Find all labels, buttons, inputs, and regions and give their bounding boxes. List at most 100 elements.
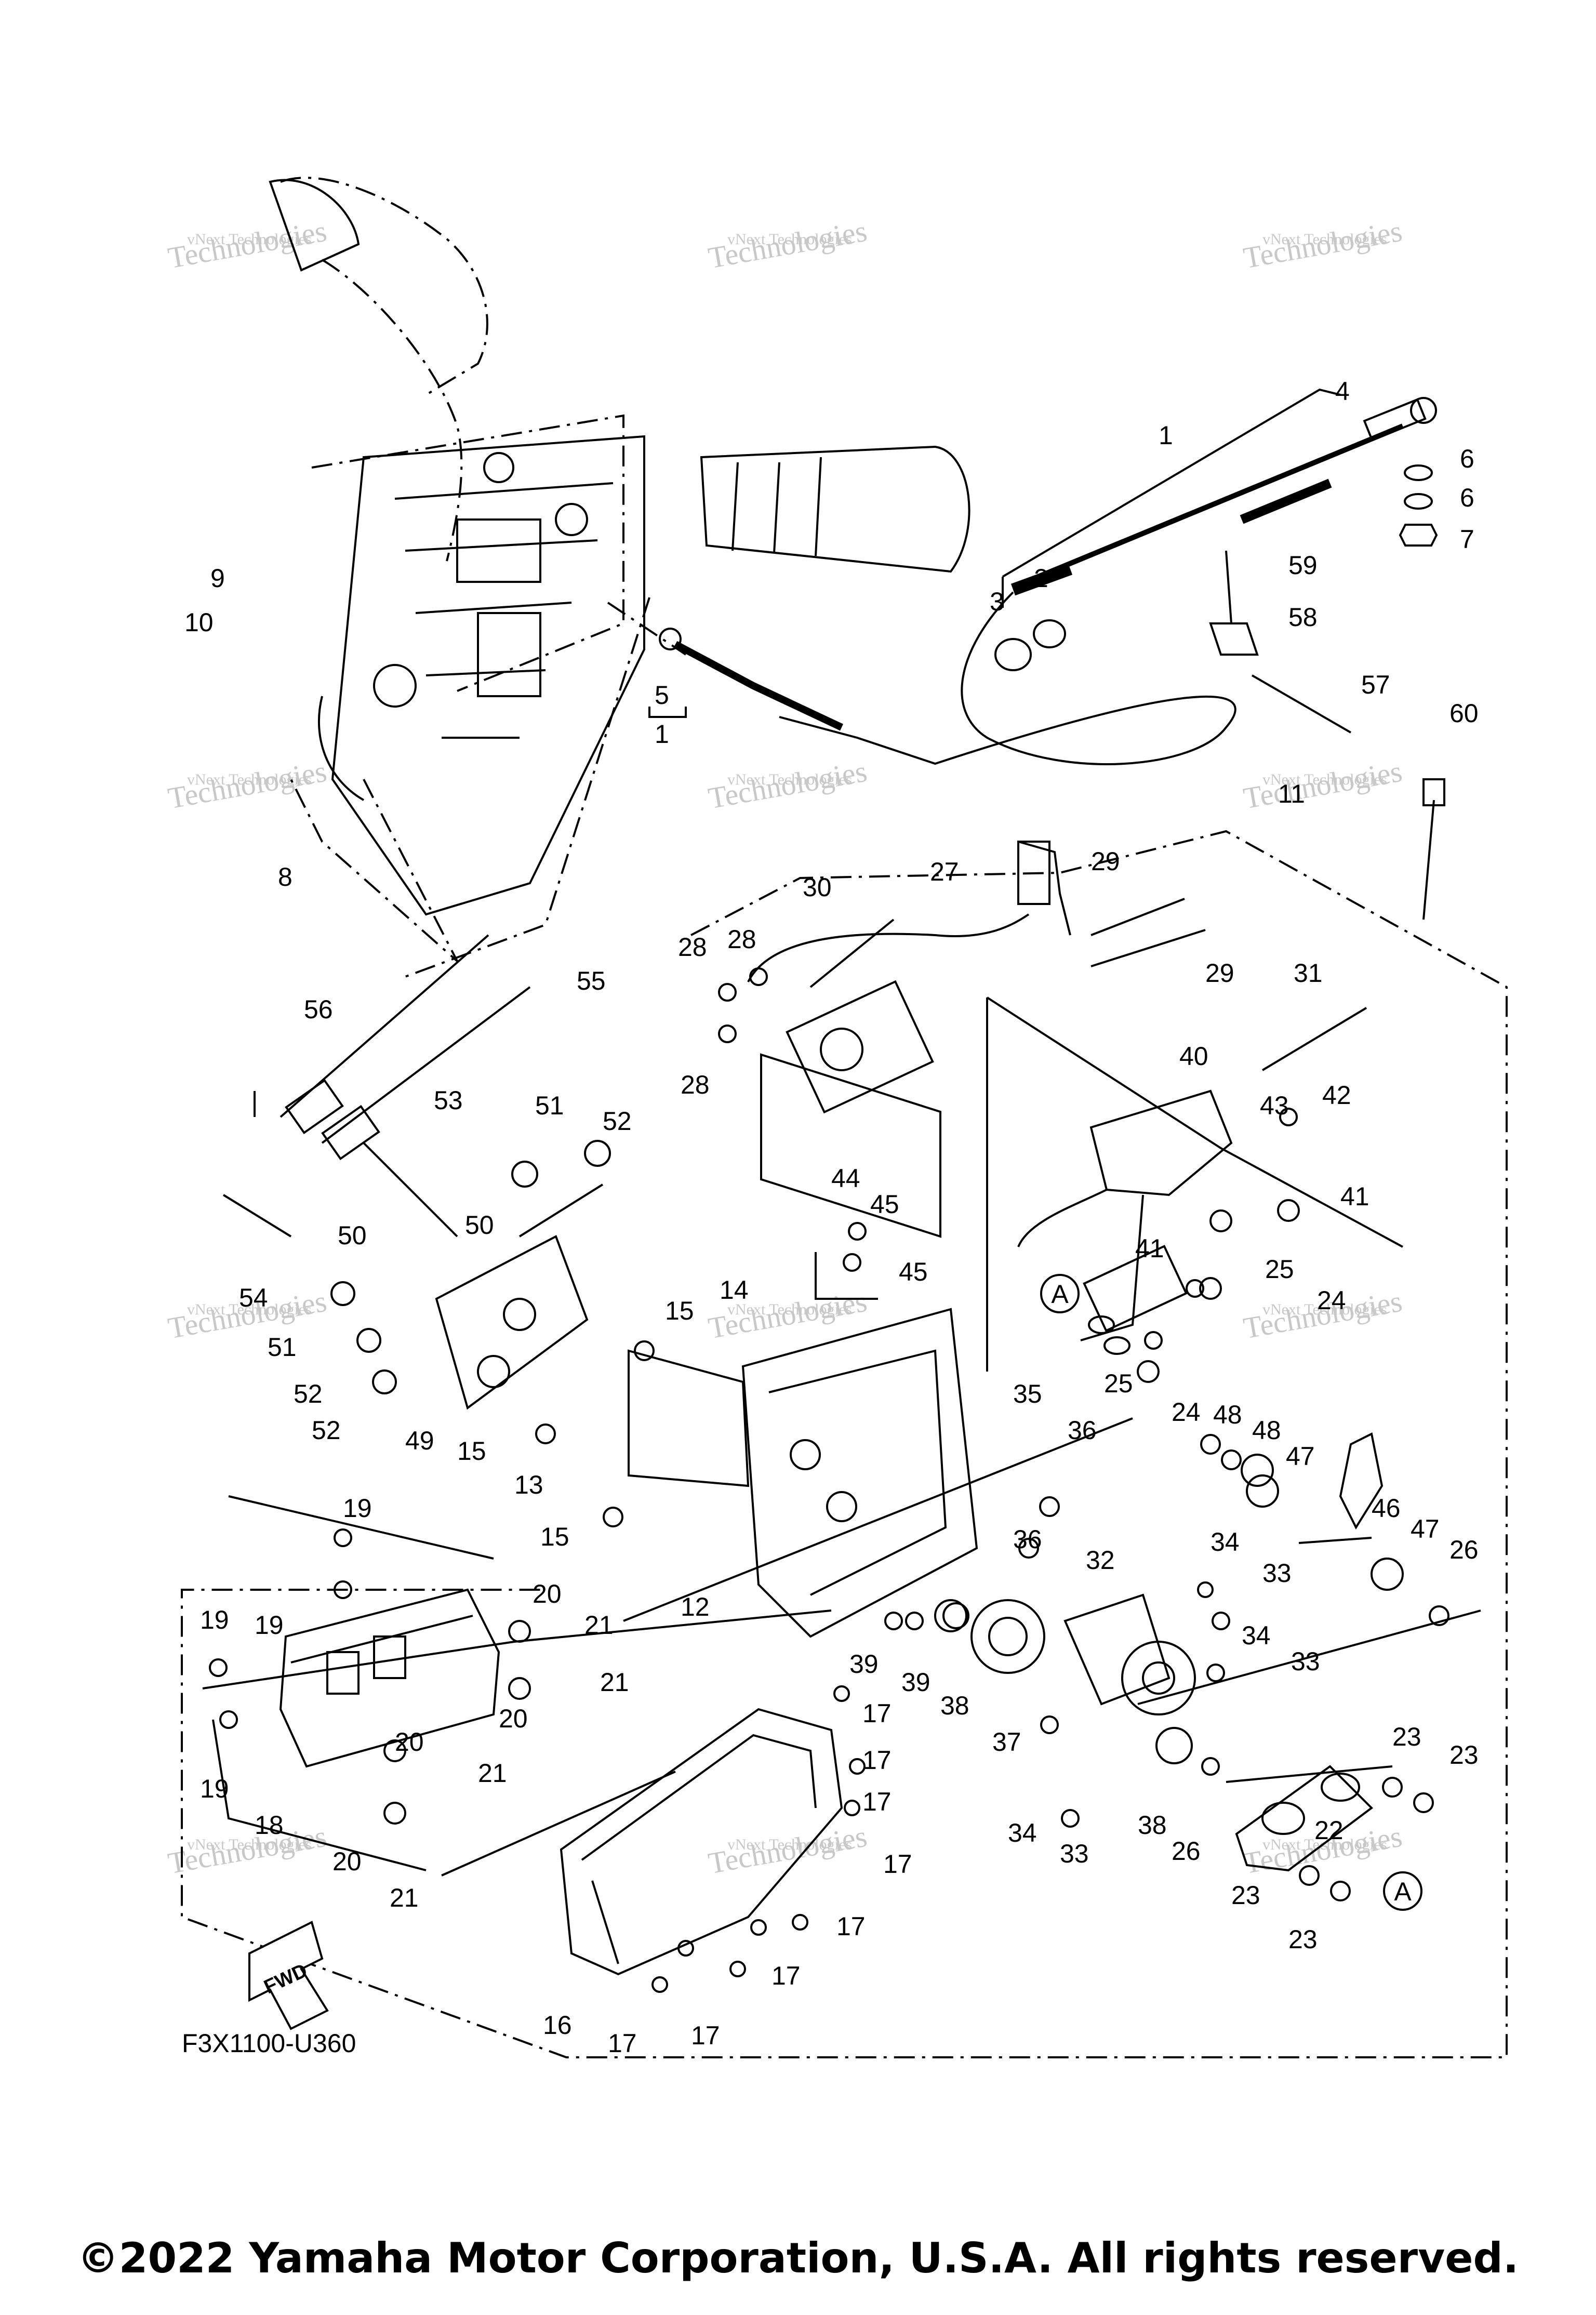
svg-text:vNext Technologies: vNext Technologies xyxy=(727,771,852,788)
callout-23: 23 xyxy=(1449,1740,1479,1769)
side-cover xyxy=(560,1708,843,1976)
callout-20: 20 xyxy=(499,1704,528,1733)
handlebar-phantom-outline xyxy=(280,177,650,978)
callout-34: 34 xyxy=(1242,1621,1271,1650)
callout-50: 50 xyxy=(338,1221,367,1250)
callout-13: 13 xyxy=(514,1470,543,1499)
callout-22: 22 xyxy=(1314,1816,1344,1845)
callout-53: 53 xyxy=(434,1086,463,1115)
svg-text:vNext Technologies: vNext Technologies xyxy=(727,1301,852,1318)
callout-54: 54 xyxy=(239,1283,268,1312)
callout-30: 30 xyxy=(803,873,832,902)
throttle-cable xyxy=(673,397,1438,765)
callout-39: 39 xyxy=(901,1668,930,1697)
callout-9: 9 xyxy=(210,564,225,593)
callout-6: 6 xyxy=(1460,444,1474,473)
callout-48: 48 xyxy=(1252,1416,1281,1445)
group-boundaries xyxy=(181,602,1508,2058)
fastener-glyphs xyxy=(209,628,1449,1993)
callout-41: 41 xyxy=(1135,1234,1164,1263)
svg-text:vNext Technologies: vNext Technologies xyxy=(1262,1301,1387,1318)
callout-25: 25 xyxy=(1104,1369,1133,1398)
callout-17: 17 xyxy=(772,1961,801,1990)
callout-52: 52 xyxy=(294,1379,323,1408)
svg-text:A: A xyxy=(1051,1280,1069,1309)
svg-text:vNext Technologies: vNext Technologies xyxy=(187,771,312,788)
callout-31: 31 xyxy=(1294,959,1323,988)
callout-26: 26 xyxy=(1449,1535,1479,1564)
watermark: vNext Technologies Technologies xyxy=(706,214,870,275)
callout-39: 39 xyxy=(849,1649,879,1679)
cable-ties xyxy=(809,550,1445,1071)
watermark: vNext Technologies Technologies xyxy=(706,754,870,816)
svg-text:vNext Technologies: vNext Technologies xyxy=(187,1301,312,1318)
callout-8: 8 xyxy=(278,862,292,892)
callout-41: 41 xyxy=(1340,1182,1369,1211)
copyright-footer: ©2022 Yamaha Motor Corporation, U.S.A. A… xyxy=(77,2234,1519,2282)
callout-12: 12 xyxy=(681,1592,710,1621)
callout-17: 17 xyxy=(691,2021,720,2050)
callout-28: 28 xyxy=(727,925,756,954)
callout-33: 33 xyxy=(1291,1647,1320,1676)
leader-group-lines xyxy=(202,388,1481,1877)
callout-18: 18 xyxy=(255,1811,284,1840)
svg-text:Technologies: Technologies xyxy=(706,214,870,275)
callout-5: 5 xyxy=(655,681,669,710)
lower-bracket xyxy=(1235,1765,1374,1872)
callout-50: 50 xyxy=(465,1210,494,1240)
callout-34: 34 xyxy=(1008,1818,1037,1847)
callout-32: 32 xyxy=(1086,1546,1115,1575)
callout-11: 11 xyxy=(1278,779,1305,808)
callout-60: 60 xyxy=(1449,699,1479,728)
callout-51: 51 xyxy=(268,1333,297,1362)
steering-column-assembly xyxy=(317,435,645,916)
callout-29: 29 xyxy=(1091,847,1120,876)
callout-10: 10 xyxy=(184,608,214,637)
callout-21: 21 xyxy=(584,1611,614,1640)
gear-motor-assembly xyxy=(934,1432,1404,1764)
callout-17: 17 xyxy=(883,1850,912,1879)
svg-text:Technologies: Technologies xyxy=(1241,754,1405,816)
callout-52: 52 xyxy=(312,1416,341,1445)
reference-marker-a-upper: A xyxy=(1040,1274,1080,1313)
callout-43: 43 xyxy=(1260,1091,1289,1120)
callout-23: 23 xyxy=(1288,1925,1318,1954)
callout-59: 59 xyxy=(1288,551,1318,580)
callout-1: 1 xyxy=(655,720,669,749)
callout-17: 17 xyxy=(836,1912,866,1941)
svg-text:Technologies: Technologies xyxy=(166,1819,329,1881)
callout-7: 7 xyxy=(1460,525,1474,554)
callout-15: 15 xyxy=(540,1522,569,1551)
callout-19: 19 xyxy=(255,1611,284,1640)
svg-text:Technologies: Technologies xyxy=(1241,214,1405,275)
svg-text:vNext Technologies: vNext Technologies xyxy=(187,1836,312,1853)
callout-40: 40 xyxy=(1179,1042,1208,1071)
svg-text:Technologies: Technologies xyxy=(706,754,870,816)
callout-49: 49 xyxy=(405,1426,434,1455)
callout-47: 47 xyxy=(1411,1514,1440,1544)
watermark: vNext Technologies Technologies xyxy=(1241,214,1405,275)
callout-29: 29 xyxy=(1205,959,1234,988)
callout-17: 17 xyxy=(862,1699,892,1728)
callout-44: 44 xyxy=(831,1164,860,1193)
callout-19: 19 xyxy=(200,1774,229,1803)
callout-16: 16 xyxy=(543,2011,572,2040)
callout-46: 46 xyxy=(1372,1494,1401,1523)
svg-text:vNext Technologies: vNext Technologies xyxy=(1262,771,1387,788)
watermarks: vNext Technologies Technologies vNext Te… xyxy=(166,214,1405,1881)
diagram-code: F3X1100-U360 xyxy=(182,2029,356,2058)
callout-15: 15 xyxy=(457,1436,486,1466)
callout-37: 37 xyxy=(992,1727,1021,1757)
sensor-controller xyxy=(1017,1089,1233,1355)
callout-15: 15 xyxy=(665,1296,694,1325)
callout-36: 36 xyxy=(1013,1525,1042,1554)
callout-19: 19 xyxy=(200,1605,229,1634)
callout-25: 25 xyxy=(1265,1255,1294,1284)
callout-2: 2 xyxy=(1034,564,1048,593)
callout-20: 20 xyxy=(332,1847,362,1876)
callout-17: 17 xyxy=(608,2029,637,2058)
callout-26: 26 xyxy=(1172,1837,1201,1866)
svg-text:Technologies: Technologies xyxy=(166,214,329,275)
callout-42: 42 xyxy=(1322,1081,1351,1110)
